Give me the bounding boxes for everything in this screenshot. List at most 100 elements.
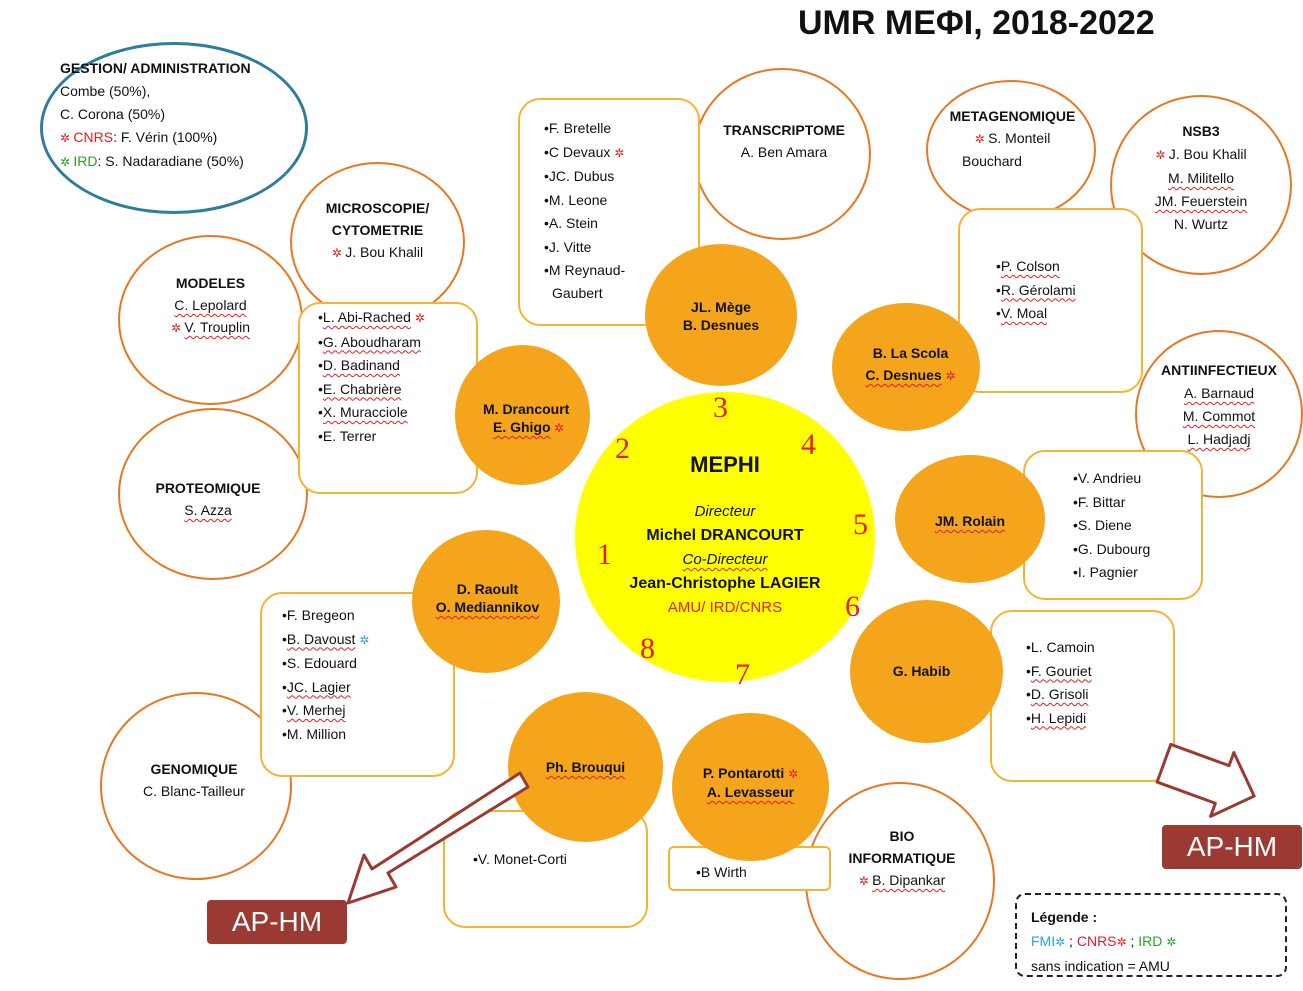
team4-member: R. Gérolami [996,279,1141,303]
team3-member: F. Bretelle [544,117,698,141]
cnrs-star-icon: ✲ [858,874,873,888]
legend-cnrs: CNRS [1076,933,1117,949]
team7-lead2: A. Levasseur [706,784,795,800]
microscopie-title1: MICROSCOPIE/ [325,200,430,216]
team5-leader-text: JM. Rolain [895,512,1045,530]
ird-star-icon: ✲ [60,155,74,169]
team6-member: H. Lepidi [1026,707,1173,731]
legend-ird: IRD [1138,933,1163,949]
aphm-label-left: AP-HM [207,900,347,944]
mephi-name: MEPHI [690,452,760,477]
director-name: Michel DRANCOURT [646,527,804,544]
microscopie-circle [290,162,465,322]
antiinfectieux-text: ANTIINFECTIEUX A. Barnaud M. Commot L. H… [1135,359,1303,451]
team5-box: V. Andrieu F. Bittar S. Diene G. Dubourg… [1023,450,1203,600]
cnrs-star-icon: ✲ [1116,935,1127,949]
nsb3-m4: N. Wurtz [1173,216,1229,232]
metagenomique-text: METAGENOMIQUE ✲ S. Monteil Bouchard [930,105,1095,172]
team1-lead2: O. Mediannikov [435,599,540,615]
gestion-ellipse [40,42,308,214]
team3-member: A. Stein [544,212,698,236]
team2-member: G. Aboudharam [318,331,476,355]
bioinfo-text: BIO INFORMATIQUE ✲ B. Dipankar [812,825,992,892]
legend-keys: FMI✲ ; CNRS✲ ; IRD ✲ [1031,929,1285,954]
modeles-text: MODELES C. Lepolard ✲ V. Trouplin [118,272,303,339]
transcriptome-circle [693,68,871,240]
team4-leader-text: B. La Scola C. Desnues ✲ [828,342,993,387]
team8-member: V. Monet-Corti [473,848,646,872]
arrow-left-icon [346,771,530,905]
legend-sep1: ; [1065,933,1077,949]
team1-leader-text: D. Raoult O. Mediannikov [405,580,570,616]
genomique-title: GENOMIQUE [150,761,238,777]
legend-fmi: FMI [1031,933,1056,949]
nsb3-m1: ✲ J. Bou Khalil [1155,146,1247,162]
bioinfo-title1: BIO [889,828,915,844]
team8-leader-text: Ph. Brouqui [508,758,663,776]
cnrs-star-icon: ✲ [945,369,956,383]
team5-leader-circle [895,455,1045,583]
team1-leader-circle [412,530,560,673]
team-number: 7 [735,658,750,691]
proteomique-circle [118,408,308,580]
modeles-m2: ✲ V. Trouplin [170,319,251,335]
modeles-title: MODELES [175,275,246,291]
team1-member: B. Davoust ✲ [282,628,453,653]
team3-lead1: JL. Mège [691,299,751,315]
transcriptome-text: TRANSCRIPTOME A. Ben Amara [695,119,873,163]
affiliation: AMU/ IRD/CNRS [667,599,783,616]
team7-leader-text: P. Pontarotti ✲ A. Levasseur [672,764,829,801]
team3-leader-circle [645,244,797,386]
cnrs-star-icon: ✲ [550,421,564,435]
team6-box: L. Camoin F. Gouriet D. Grisoli H. Lepid… [990,610,1175,782]
cnrs-prefix: CNRS [73,129,114,145]
genomique-text: GENOMIQUE C. Blanc-Tailleur [98,758,290,802]
team-number: 3 [713,391,728,424]
team4-lead1: B. La Scola [872,345,949,361]
team2-leader-circle [455,345,590,485]
team5-member: I. Pagnier [1073,561,1201,585]
team3-member: C Devaux ✲ [544,141,698,166]
nsb3-text: NSB3 ✲ J. Bou Khalil M. Militello JM. Fe… [1110,120,1292,236]
team3-member-cont: Gaubert [552,284,603,301]
team5-member: S. Diene [1073,514,1201,538]
team4-leader-circle [832,303,980,431]
team3-member: M. Leone [544,189,698,213]
fmi-star-icon: ✲ [1055,935,1066,949]
team2-lead1: M. Drancourt [483,401,570,417]
cnrs-star-icon: ✲ [614,145,625,160]
gestion-line1: Combe (50%), [60,83,151,99]
director-label: Directeur [694,503,756,520]
team1-lead1: D. Raoult [456,581,519,597]
codirector-label: Co-Directeur [682,551,768,568]
legend-sep2: ; [1126,933,1139,949]
transcriptome-m1: A. Ben Amara [740,144,828,160]
antiinfectieux-title: ANTIINFECTIEUX [1161,362,1277,378]
gestion-text: GESTION/ ADMINISTRATION Combe (50%), C. … [60,57,251,174]
page-title: UMR MEΦI, 2018-2022 [798,4,1155,42]
team8-lead1: Ph. Brouqui [545,759,626,775]
proteomique-text: PROTEOMIQUE S. Azza [113,477,303,521]
team8-leader-circle [508,692,663,842]
legend-note: sans indication = AMU [1031,958,1170,974]
team6-leader-text: G. Habib [845,662,998,680]
team1-member: S. Edouard [282,652,453,676]
team5-lead1: JM. Rolain [934,513,1005,529]
nsb3-m3: JM. Feuerstein [1154,193,1248,209]
team2-leader-text: M. Drancourt E. Ghigo ✲ [455,400,620,437]
ird-prefix: IRD [73,153,98,169]
team3-lead2: B. Desnues [682,317,760,333]
antiinfectieux-m1: A. Barnaud [1183,385,1255,401]
proteomique-m1: S. Azza [184,502,232,518]
cnrs-star-icon: ✲ [170,321,185,335]
team1-member: JC. Lagier [282,676,453,700]
team3-member: JC. Dubus [544,165,698,189]
cnrs-star-icon: ✲ [331,246,346,260]
team1-member: F. Bregeon [282,604,453,628]
team7-lead1: P. Pontarotti ✲ [702,765,799,781]
ird-star-icon: ✲ [1166,935,1177,949]
team6-lead1: G. Habib [892,663,951,679]
team6-member: D. Grisoli [1026,683,1173,707]
microscopie-text: MICROSCOPIE/ CYTOMETRIE ✲ J. Bou Khalil [290,197,465,264]
nsb3-m2: M. Militello [1167,170,1235,186]
